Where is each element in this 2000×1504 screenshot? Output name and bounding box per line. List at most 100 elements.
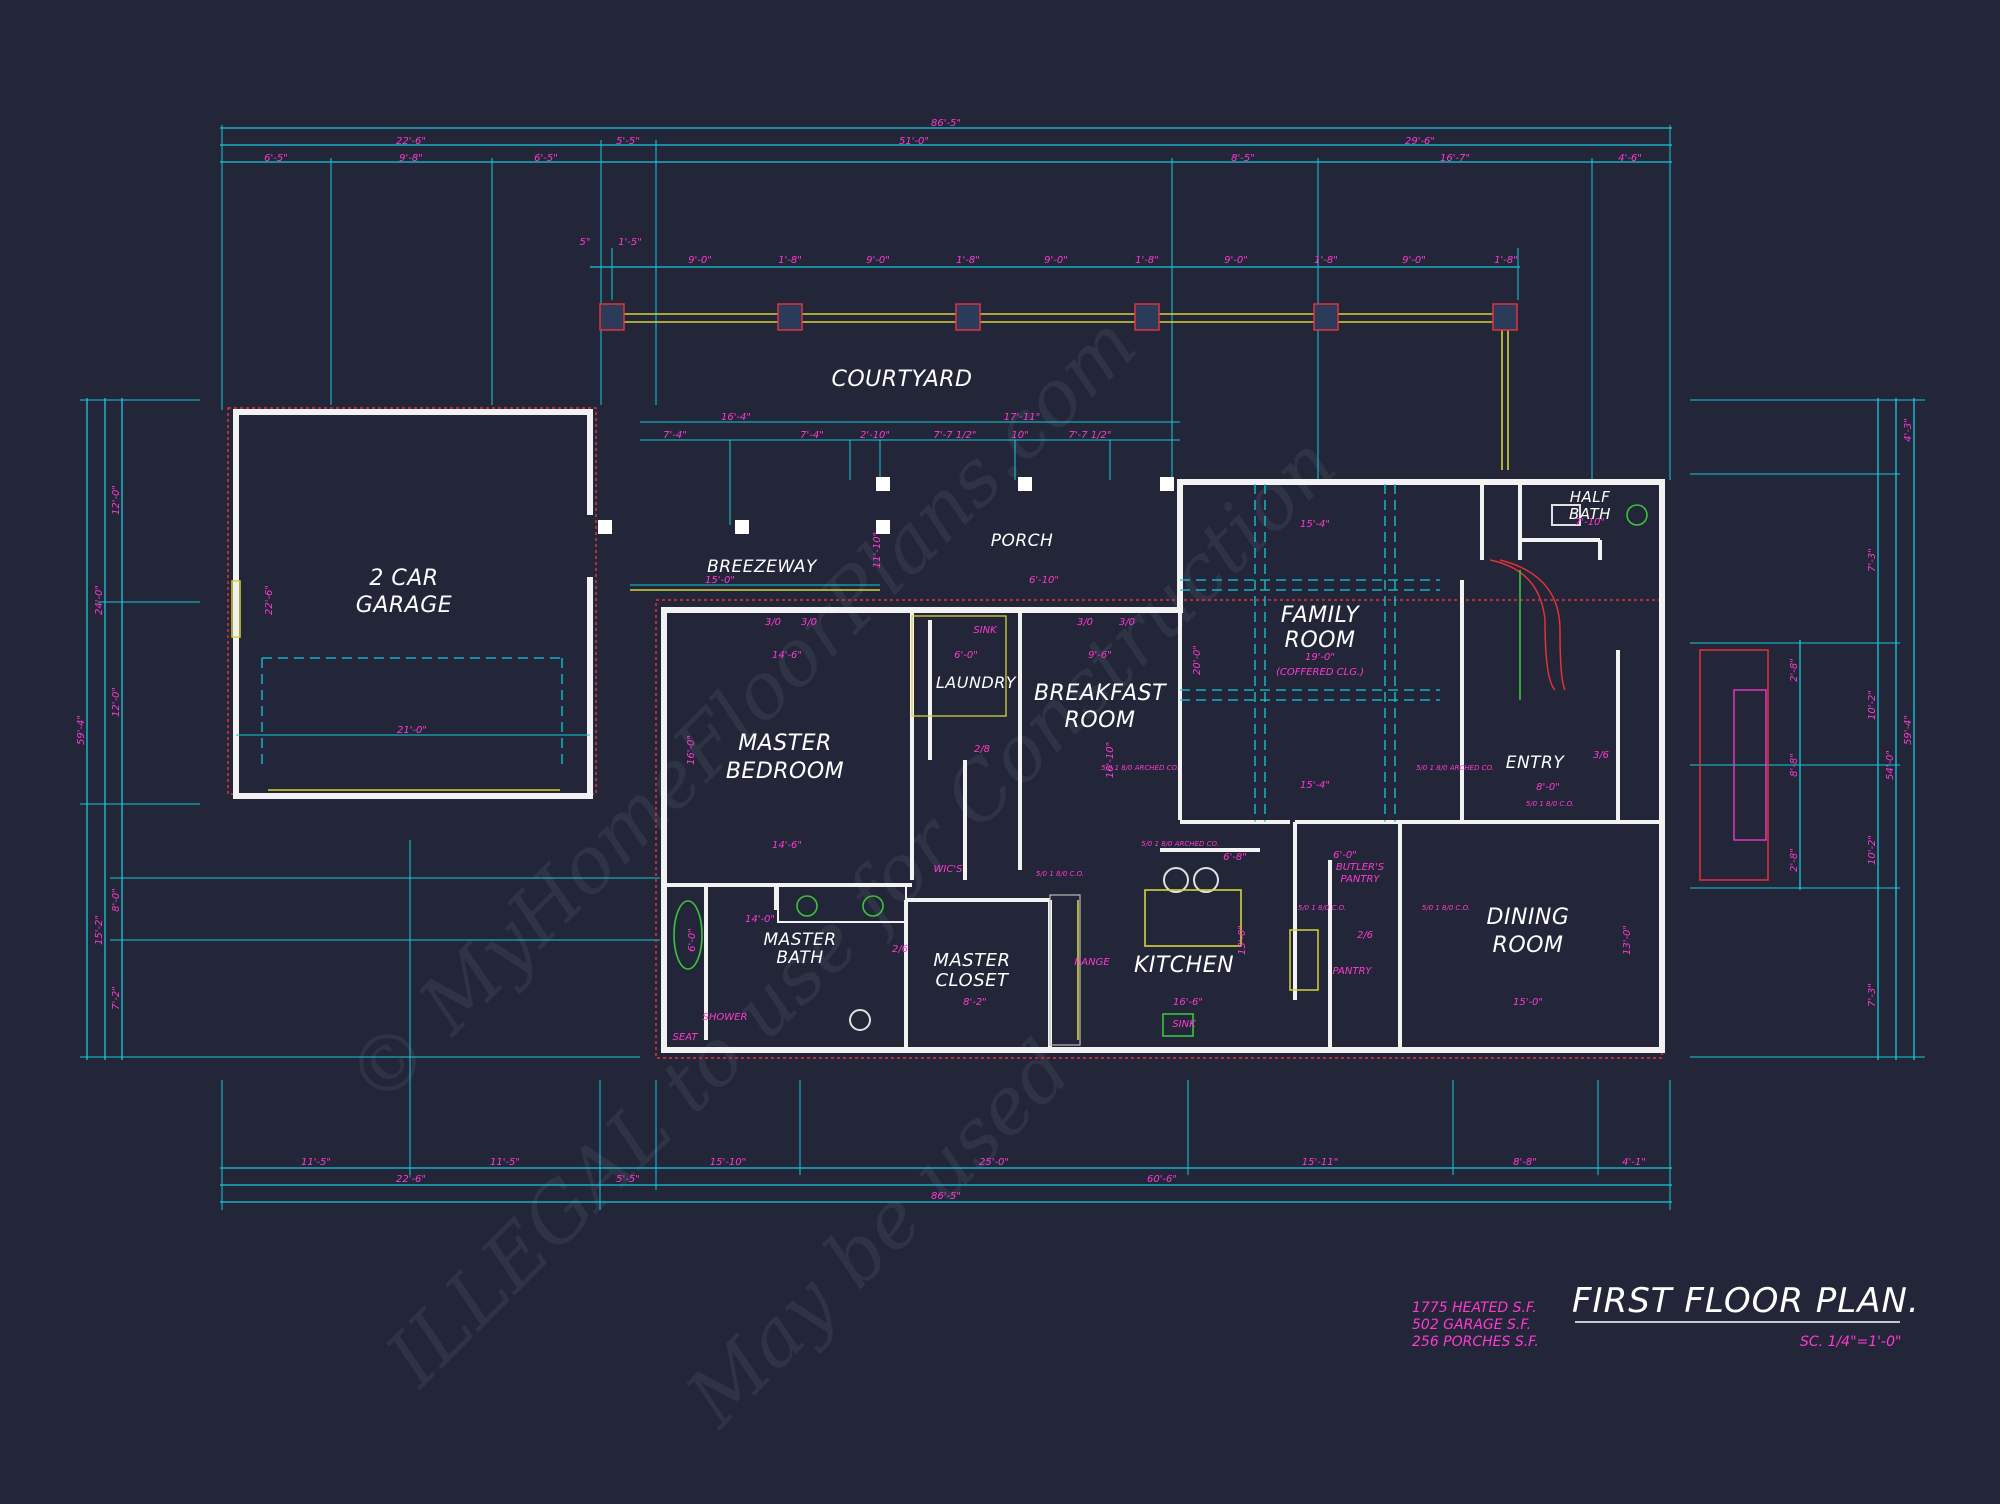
dim-door-c3: 3/0 [1077,617,1093,628]
room-garage-line2: GARAGE [356,593,452,618]
dim-door-f: 3/6 [1593,750,1609,761]
dim-top-overall: 86'-5" [931,118,961,129]
room-dining-line2: ROOM [1493,933,1564,958]
dim-court-d: 7'-4" [800,430,824,441]
dim-top-g1: 6'-5" [264,153,288,164]
dim-door-d1: 2/6 [892,944,908,955]
dim-bot-g1: 11'-5" [301,1157,331,1168]
dim-top-r1: 8'-5" [1231,153,1255,164]
room-butlers-line1: BUTLER'S [1336,862,1385,873]
dim-pergola-a4: 9'-0" [1224,255,1248,266]
dim-fam-h2: 20'-0" [1192,645,1203,675]
dim-court-g: 2'-10" [860,430,890,441]
room-wics: WIC'S [934,864,964,875]
dim-right-d2: 8'-8" [1789,753,1800,777]
dim-door-a2: 5/0 1 8/0 ARCHED CO. [1141,840,1219,848]
room-master-bedroom-line1: MASTER [738,731,832,756]
dim-right-b: 54'-0" [1885,750,1896,780]
dim-bot-gap: 5'-5" [616,1174,640,1185]
bottom-dimensions: 11'-5" 11'-5" 15'-10" 25'-0" 15'-11" 8'-… [220,840,1672,1210]
dim-mbath-w: 14'-0" [745,914,775,925]
room-breakfast-line2: ROOM [1065,708,1136,733]
room-master-bath-line1: MASTER [763,930,836,950]
dim-mb-w: 14'-6" [772,650,802,661]
dim-left-g1: 12'-0" [111,485,122,515]
courtyard-dimensions: 16'-4" 17'-11" 7'-4" 7'-4" 2'-10" 7'-7 1… [640,412,1180,525]
dim-pergola-a3: 9'-0" [1044,255,1068,266]
dim-bot-b3: 15'-11" [1302,1157,1338,1168]
dim-top-g3: 6'-5" [534,153,558,164]
dim-pergola-a1: 9'-0" [688,255,712,266]
dim-door-d2: 2/6 [1357,930,1373,941]
dim-top-g2: 9'-8" [399,153,423,164]
room-dining-line1: DINING [1487,905,1570,930]
house-walls [655,479,1665,1059]
dim-bot-b4: 8'-8" [1513,1157,1537,1168]
dim-pergola-a2: 9'-0" [866,255,890,266]
dim-top-gap: 5'-5" [616,136,640,147]
dim-top-garage: 22'-6" [396,136,426,147]
room-sink-laundry: SINK [973,625,998,636]
dim-court-h: 10" [1011,430,1028,441]
dim-left-overall: 59'-4" [76,715,87,745]
dim-door-b3: 5/0 1 8/0 C.O. [1298,904,1346,912]
dim-bp-w: 6'-0" [1333,850,1357,861]
area-porches: 256 PORCHES S.F. [1412,1334,1539,1350]
dim-top-center: 51'-0" [899,136,929,147]
room-courtyard: COURTYARD [831,367,972,392]
dim-door-c2: 3/0 [801,617,817,628]
dim-door-b2: 5/0 1 8/0 C.O. [1036,870,1084,878]
dim-door-a3: 5/0 1 8/0 ARCHED CO. [1416,764,1494,772]
dim-top-r2: 16'-7" [1440,153,1470,164]
dim-right-d3: 2'-8" [1789,848,1800,872]
dim-dining-h: 13'-0" [1622,925,1633,955]
dim-left-b2: 7'-2" [111,986,122,1010]
area-heated: 1775 HEATED S.F. [1412,1300,1537,1316]
dim-pergola-b1: 1'-8" [778,255,802,266]
room-kitchen: KITCHEN [1134,953,1234,978]
dim-door-c4: 3/0 [1119,617,1135,628]
dim-court-f: 7'-7 1/2" [1069,430,1112,441]
coffered-ceiling [1180,484,1440,822]
dim-right-c2: 10'-2" [1867,690,1878,720]
dim-bk-h: 16'-10" [1105,742,1116,778]
dim-porch-w: 6'-10" [1029,575,1059,586]
dim-fam-w: 15'-4" [1300,519,1330,530]
room-seat: SEAT [673,1032,699,1043]
room-family-line1: FAMILY [1281,603,1361,628]
dim-fam-h: 19'-0" [1305,652,1335,663]
dim-pergola-b2: 1'-8" [956,255,980,266]
dim-left-g2: 12'-0" [111,687,122,717]
room-half-bath-line2: BATH [1569,505,1611,523]
dim-hb-w: 7'-10" [1575,517,1605,528]
dim-kit-b: 6'-8" [1223,852,1247,863]
dim-bot-b2: 25'-0" [979,1157,1009,1168]
watermark: © MyHomeFloorPlans.com ILLEGAL to use fo… [330,299,1354,1445]
room-range: RANGE [1074,957,1110,968]
dim-breezeway-w: 15'-0" [705,575,735,586]
dim-kitchen-w: 16'-6" [1173,997,1203,1008]
garage: 2 CAR GARAGE 22'-6" 21'-0" [227,407,597,799]
dim-left-garage: 24'-0" [94,585,105,615]
pergola: 9'-0" 1'-8" 9'-0" 1'-8" 9'-0" 1'-8" 9'-0… [580,237,1520,470]
dim-right-c4: 7'-3" [1867,983,1878,1007]
dim-door-b1: 5/0 1 8/0 C.O. [1526,800,1574,808]
dim-dining-w: 15'-0" [1513,997,1543,1008]
dim-top-r3: 4'-6" [1618,153,1642,164]
dim-pergola-b4: 1'-8" [1314,255,1338,266]
dim-fam-w2: 15'-4" [1300,780,1330,791]
dim-door-c1: 3/0 [765,617,781,628]
dim-mb-w2: 14'-6" [772,840,802,851]
room-family-note: (COFFERED CLG.) [1276,667,1364,678]
dim-pergola-a5: 9'-0" [1402,255,1426,266]
room-sink-kitchen: SINK [1172,1019,1197,1030]
dim-bot-g2: 11'-5" [490,1157,520,1168]
dim-court-b: 17'-11" [1004,412,1040,423]
room-entry: ENTRY [1506,753,1566,773]
dim-right-d1: 2'-8" [1789,658,1800,682]
dim-garage-door: 21'-0" [397,725,427,736]
room-laundry: LAUNDRY [936,673,1017,692]
room-porch: PORCH [991,531,1054,551]
plan-scale: SC. 1/4"=1'-0" [1800,1334,1901,1350]
